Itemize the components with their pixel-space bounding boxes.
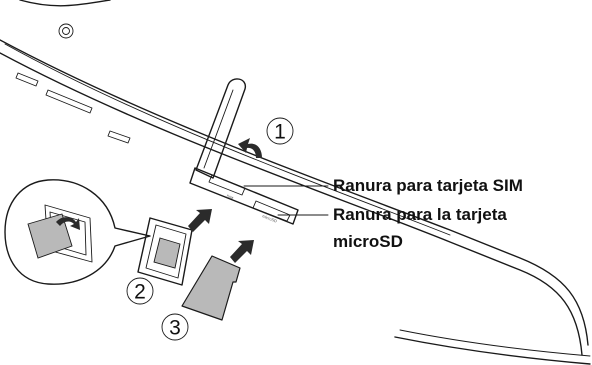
microsd-slot-label-line2: microSD <box>333 232 403 251</box>
step-2-number: 2 <box>134 281 146 304</box>
sim-slot-callout: Ranura para tarjeta SIM <box>243 176 523 195</box>
step-1-badge: 1 <box>266 117 294 145</box>
card-slot-tray: SIM microSD <box>189 167 299 225</box>
sim-inset-callout <box>4 179 151 285</box>
sim-card-tray <box>137 217 193 286</box>
microsd-slot-callout: Ranura para la tarjeta microSD <box>277 205 507 251</box>
insert-microsd-arrow-icon <box>230 240 254 263</box>
step-1-number: 1 <box>274 121 286 144</box>
step-3-number: 3 <box>169 317 181 340</box>
microsd-card <box>181 255 241 321</box>
svg-text:microSD: microSD <box>262 213 278 223</box>
sim-slot-label: Ranura para tarjeta SIM <box>333 176 523 195</box>
open-arrow-icon <box>238 138 262 158</box>
microsd-slot-label-line1: Ranura para la tarjeta <box>333 205 507 224</box>
step-2-badge: 2 <box>126 277 154 305</box>
step-3-badge: 3 <box>161 313 189 341</box>
slot-cover-flap <box>195 78 246 179</box>
svg-text:SIM: SIM <box>226 193 234 200</box>
insert-sim-arrow-icon <box>188 209 212 232</box>
side-buttons <box>15 72 131 144</box>
camera-icon <box>58 23 74 39</box>
